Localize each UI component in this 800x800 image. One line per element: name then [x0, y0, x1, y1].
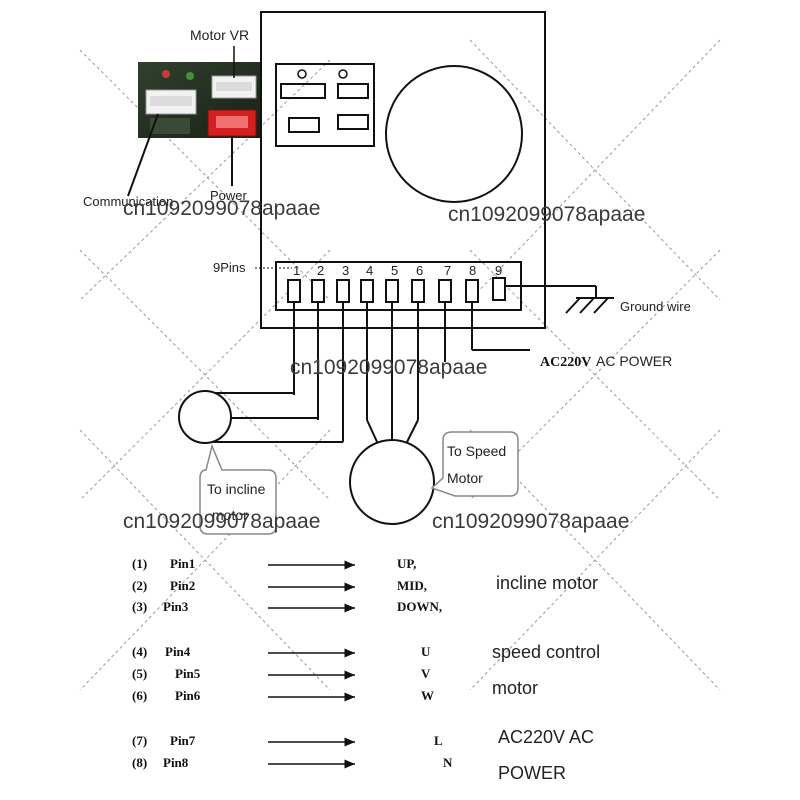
to-speed-line1: To Speed	[447, 443, 506, 459]
table-row: (2) Pin2 MID,	[132, 578, 427, 593]
speed-motor-label: motor	[492, 678, 538, 698]
control-panel	[275, 63, 375, 147]
row-index: (5)	[132, 666, 147, 681]
to-incline-line1: To incline	[207, 481, 266, 497]
pin-socket-3	[336, 279, 350, 303]
watermark-1: cn1092099078apaae	[123, 197, 320, 220]
pin-number-8: 8	[469, 263, 476, 278]
capacitor-circle	[385, 65, 523, 203]
table-row: (4) Pin4 U	[132, 644, 431, 659]
nine-pins-label: 9Pins	[213, 260, 246, 275]
pin-number-3: 3	[342, 263, 349, 278]
incline-motor-label: incline motor	[496, 573, 598, 593]
pin-socket-2	[311, 279, 325, 303]
pin-socket-4	[360, 279, 374, 303]
row-value: W	[421, 688, 434, 703]
pin-socket-9	[492, 277, 506, 301]
watermark-3: cn1092099078apaae	[290, 356, 487, 379]
row-index: (8)	[132, 755, 147, 770]
incline-wires	[205, 302, 344, 443]
pin-socket-1	[287, 279, 301, 303]
row-value: N	[443, 755, 453, 770]
pin-table: (1) Pin1 UP, (2) Pin2 MID, (3) Pin3 DOWN…	[132, 556, 453, 770]
row-value: UP,	[397, 556, 416, 571]
pin-number-6: 6	[416, 263, 423, 278]
row-index: (4)	[132, 644, 147, 659]
power-label: Power	[210, 188, 248, 203]
row-value: DOWN,	[397, 599, 442, 614]
ac-power-wires	[444, 302, 530, 362]
row-index: (7)	[132, 733, 147, 748]
row-pin: Pin2	[170, 578, 195, 593]
speed-motor-circle	[349, 439, 435, 525]
pin-number-2: 2	[317, 263, 324, 278]
pin-number-5: 5	[391, 263, 398, 278]
watermark-5: cn1092099078apaae	[432, 510, 629, 533]
pin-number-9: 9	[495, 263, 502, 278]
to-speed-line2: Motor	[447, 470, 483, 486]
table-row: (3) Pin3 DOWN,	[132, 599, 442, 614]
pcb-photo	[138, 62, 262, 138]
row-value: L	[434, 733, 443, 748]
table-row: (1) Pin1 UP,	[132, 556, 416, 571]
ground-wire-label: Ground wire	[620, 299, 691, 314]
speed-control-label: speed control	[492, 642, 600, 662]
ac-power-line2: POWER	[498, 763, 566, 783]
row-value: V	[421, 666, 431, 681]
communication-label: Communication	[83, 194, 173, 209]
ac-power-label: AC POWER	[596, 353, 672, 369]
ac-power-prefix: AC220V	[540, 355, 591, 370]
row-index: (6)	[132, 688, 147, 703]
communication-pointer	[127, 113, 159, 197]
pin-number-7: 7	[444, 263, 451, 278]
incline-motor-circle	[178, 390, 232, 444]
row-index: (2)	[132, 578, 147, 593]
speed-wires	[366, 302, 419, 445]
pin-socket-7	[438, 279, 452, 303]
row-value: U	[421, 644, 431, 659]
row-index: (1)	[132, 556, 147, 571]
pin-socket-8	[465, 279, 479, 303]
table-row: (6) Pin6 W	[132, 688, 434, 703]
pin-number-4: 4	[366, 263, 373, 278]
row-pin: Pin6	[175, 688, 201, 703]
row-pin: Pin8	[163, 755, 189, 770]
table-row: (8) Pin8 N	[132, 755, 453, 770]
to-incline-line2: motor	[212, 507, 248, 523]
controller-box	[260, 11, 546, 329]
row-pin: Pin1	[170, 556, 195, 571]
row-pin: Pin5	[175, 666, 201, 681]
pin-sockets	[287, 277, 506, 303]
group-labels: incline motor speed control motor AC220V…	[492, 573, 600, 783]
row-pin: Pin4	[165, 644, 191, 659]
pin-number-1: 1	[293, 263, 300, 278]
motor-vr-label: Motor VR	[190, 27, 249, 43]
row-pin: Pin7	[170, 733, 196, 748]
pin-socket-6	[411, 279, 425, 303]
ground-wire	[505, 285, 614, 314]
pin-socket-5	[385, 279, 399, 303]
row-index: (3)	[132, 599, 147, 614]
incline-motor-callout: To incline motor	[199, 443, 277, 535]
watermark-2: cn1092099078apaae	[448, 203, 645, 226]
pin-numbers: 1 2 3 4 5 6 7 8 9	[293, 263, 502, 278]
row-value: MID,	[397, 578, 427, 593]
ac-power-line1: AC220V AC	[498, 727, 594, 747]
watermark-4: cn1092099078apaae	[123, 510, 320, 533]
table-row: (7) Pin7 L	[132, 733, 443, 748]
row-pin: Pin3	[163, 599, 189, 614]
speed-motor-callout: To Speed Motor	[430, 431, 519, 497]
table-row: (5) Pin5 V	[132, 666, 431, 681]
watermarks: cn1092099078apaae cn1092099078apaae cn10…	[123, 197, 645, 533]
